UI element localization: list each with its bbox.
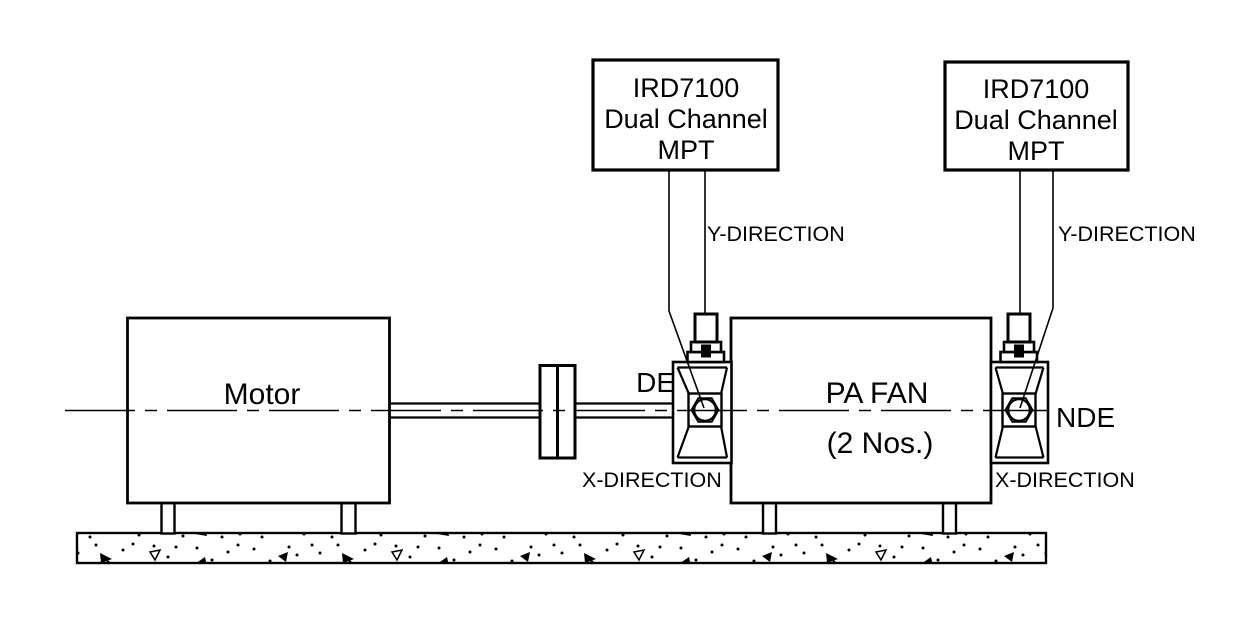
fan-foot-left [761,501,778,535]
ird7100-box-right [943,60,1130,172]
ird7100-right-line1: IRD7100 [983,74,1090,104]
nde-sensor-stud [1014,344,1024,358]
de-bearing [671,360,733,465]
x-direction-label-right: X-DIRECTION [995,468,1135,492]
ird7100-left-line1: IRD7100 [633,73,740,103]
nde-bearing-inner-lines [995,366,1044,459]
motor-foot-left [160,501,176,535]
y-direction-label-left: Y-DIRECTION [707,222,845,246]
x-direction-label-left: X-DIRECTION [582,468,722,492]
de-label: DE [636,367,675,398]
nde-sensor-body [1006,312,1032,344]
ird7100-right-line2: Dual Channel [954,105,1118,135]
motor [126,316,391,535]
shaft [390,402,674,419]
de-vibration-sensor [686,312,726,364]
fan-foot-right [941,501,958,535]
foundation-block [75,531,1048,565]
pa-fan [729,316,993,535]
fan-label-line2: (2 Nos.) [827,427,934,460]
nde-label: NDE [1056,402,1115,433]
motor-foot-right [340,501,357,535]
nde-bearing [989,360,1050,465]
de-sensor-body [693,312,719,344]
ird7100-right-line3: MPT [1008,136,1065,166]
nde-x-cable [1019,170,1054,409]
nde-bearing-diagonals [994,367,1045,458]
de-bearing-inner-lines [677,366,727,459]
y-direction-label-right: Y-DIRECTION [1058,222,1196,246]
fan-label-line1: PA FAN [826,377,929,410]
motor-label: Motor [224,378,301,411]
ird7100-left-line3: MPT [658,135,715,165]
ird7100-box-left [591,58,780,172]
de-x-cable [668,170,705,409]
nde-vibration-sensor [999,312,1039,364]
signal-cables [668,170,1054,409]
de-sensor-stud [701,344,711,358]
de-bearing-diagonals [676,367,729,458]
ird7100-left-line2: Dual Channel [604,104,768,134]
coupling [538,364,577,460]
